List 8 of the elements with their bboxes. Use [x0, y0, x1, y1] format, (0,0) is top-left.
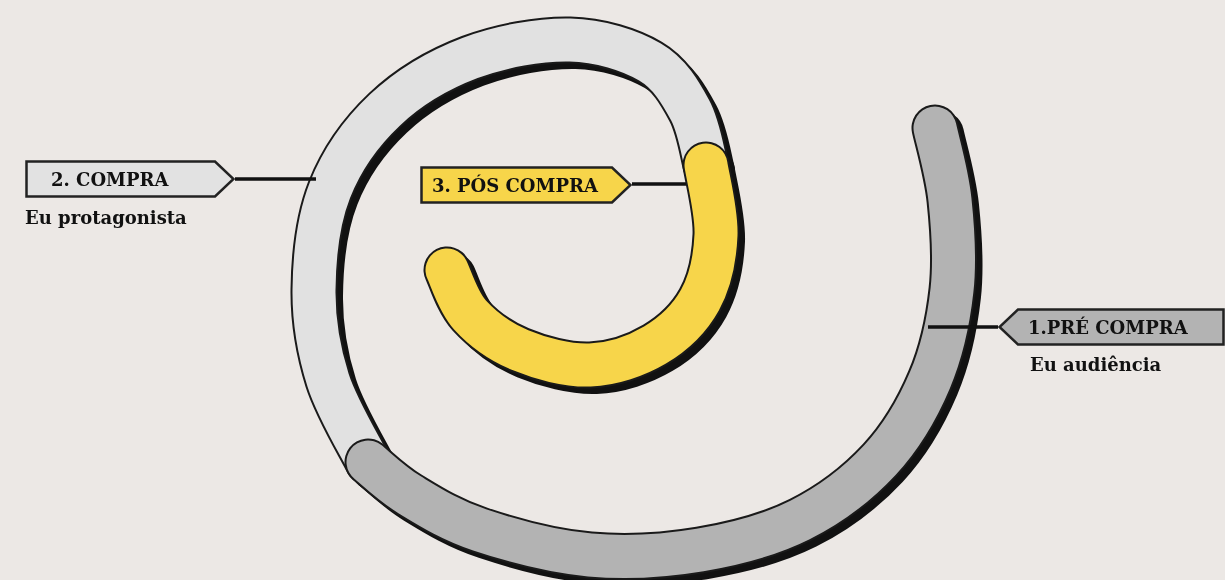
leader-line — [632, 182, 686, 186]
spiral-band — [344, 104, 983, 580]
stage-tag: 1.PRÉ COMPRA — [998, 308, 1225, 346]
spiral-band — [423, 141, 746, 395]
stage-tag: 2. COMPRA — [25, 160, 235, 198]
leader-line — [235, 177, 316, 181]
stage-subtitle: Eu audiência — [1030, 354, 1162, 375]
stage-subtitle: Eu protagonista — [25, 207, 187, 228]
